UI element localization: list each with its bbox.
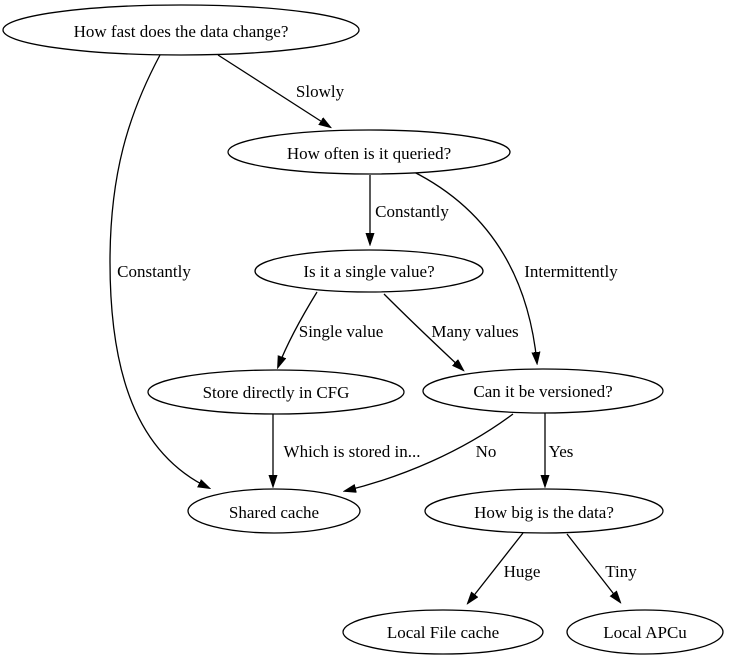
edge-label-slowly: Slowly (296, 82, 345, 101)
node-local-file-ellipse (342, 609, 544, 655)
node-shared-label: Shared cache (229, 503, 319, 522)
node-how-fast-ellipse (2, 4, 360, 56)
node-can-it-be-versioned: Can it be versioned? (422, 368, 664, 414)
node-single-ellipse (254, 249, 484, 293)
edge-no-arrow (345, 413, 514, 491)
node-local-apcu: Local APCu (566, 609, 724, 655)
node-queried-ellipse (227, 129, 511, 175)
node-versioned-ellipse (422, 368, 664, 414)
edge-label-constantly-mid: Constantly (375, 202, 449, 221)
edge-intermittently-arrow (411, 170, 537, 363)
node-local-file-label: Local File cache (387, 623, 499, 642)
edge-constantly-to-shared-arrow (109, 54, 209, 488)
node-how-often-queried: How often is it queried? (227, 129, 511, 175)
node-local-apcu-ellipse (566, 609, 724, 655)
node-shared-cache: Shared cache (187, 488, 361, 534)
node-how-big-label: How big is the data? (474, 503, 614, 522)
edge-label-tiny: Tiny (605, 562, 637, 581)
edge-slowly-arrow (217, 54, 330, 127)
node-cfg-label: Store directly in CFG (203, 383, 350, 402)
edges-layer (109, 54, 620, 603)
edge-label-many-values: Many values (431, 322, 518, 341)
node-versioned-label: Can it be versioned? (473, 382, 612, 401)
edge-label-single-value: Single value (299, 322, 384, 341)
node-store-directly-in-cfg: Store directly in CFG (147, 369, 405, 415)
edge-label-constantly-left: Constantly (117, 262, 191, 281)
node-how-fast-does-data-change: How fast does the data change? (2, 4, 360, 56)
node-is-single-value: Is it a single value? (254, 249, 484, 293)
node-shared-ellipse (187, 488, 361, 534)
node-how-big-is-data: How big is the data? (424, 488, 664, 534)
node-cfg-ellipse (147, 369, 405, 415)
edge-label-which-is-stored-in: Which is stored in... (284, 442, 421, 461)
edge-many-values-arrow (383, 293, 463, 370)
node-how-big-ellipse (424, 488, 664, 534)
edge-label-no: No (476, 442, 497, 461)
edge-label-yes: Yes (549, 442, 574, 461)
node-how-fast-label: How fast does the data change? (74, 22, 289, 41)
node-local-apcu-label: Local APCu (603, 623, 687, 642)
edge-label-huge: Huge (504, 562, 541, 581)
node-queried-label: How often is it queried? (287, 144, 451, 163)
node-local-file-cache: Local File cache (342, 609, 544, 655)
edge-tiny-arrow (566, 533, 620, 602)
edge-label-intermittently: Intermittently (524, 262, 618, 281)
nodes-layer: How fast does the data change? How often… (2, 4, 724, 655)
edge-huge-arrow (468, 532, 524, 603)
edge-labels-layer: Slowly Constantly Constantly Intermitten… (117, 82, 637, 581)
node-single-label: Is it a single value? (303, 262, 434, 281)
edge-single-value-arrow (278, 291, 318, 367)
